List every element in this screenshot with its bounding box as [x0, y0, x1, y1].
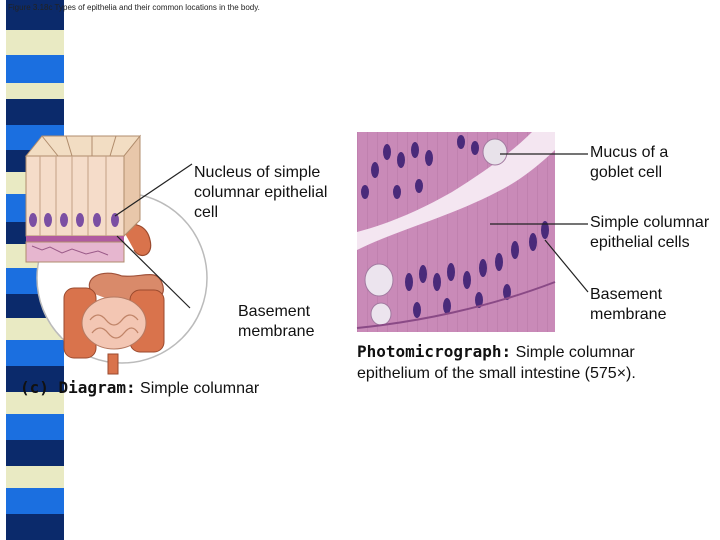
- diagram-basement-label: Basement membrane: [238, 302, 338, 342]
- epithelium-block: [26, 136, 140, 262]
- diagram-caption-prefix: (c) Diagram:: [20, 378, 136, 397]
- diagram-caption: (c) Diagram: Simple columnar: [20, 377, 259, 399]
- slide-title: Figure 3.18c Types of epithelia and thei…: [8, 3, 260, 12]
- photo-caption: Photomicrograph: Simple columnar epithel…: [357, 341, 707, 384]
- diagram-illustration: [22, 128, 212, 378]
- nucleus-label: Nucleus of simple columnar epithelial ce…: [194, 163, 344, 223]
- photo-caption-prefix: Photomicrograph:: [357, 342, 511, 361]
- diagram-caption-text: Simple columnar: [140, 380, 259, 397]
- basement-membrane-shape: [26, 236, 124, 242]
- cells-label: Simple columnar epithelial cells: [590, 213, 710, 253]
- photo-basement-label: Basement membrane: [590, 285, 690, 325]
- nucleus-shape: [29, 213, 37, 227]
- goblet-label: Mucus of a goblet cell: [590, 143, 690, 183]
- photo-pointer-lines: [490, 140, 600, 310]
